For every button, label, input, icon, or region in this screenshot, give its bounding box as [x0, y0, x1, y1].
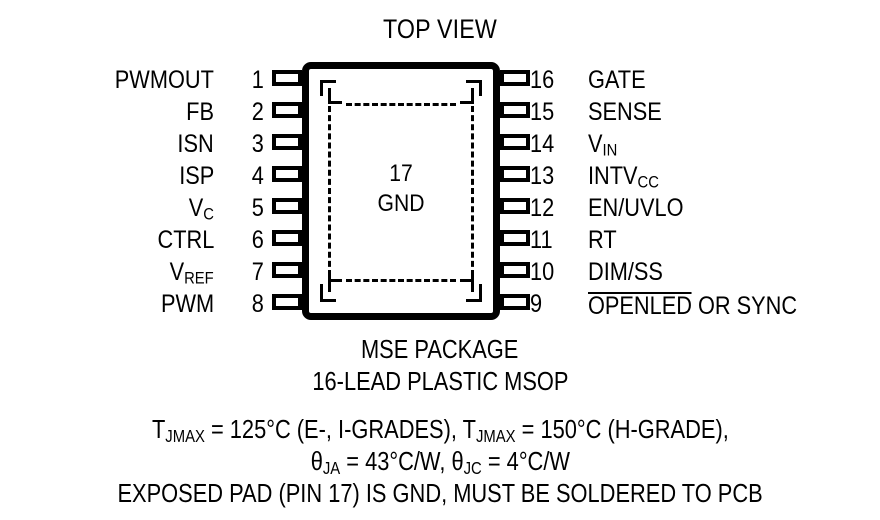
pin-number-4: 4: [251, 162, 264, 190]
pin-row-8: 8 PWM: [0, 292, 272, 318]
pin-lead-10: [500, 262, 530, 278]
pin-number-14: 14: [530, 130, 555, 158]
pin-lead-8: [272, 294, 302, 310]
pin-name-11: RT: [588, 226, 617, 254]
pin-number-7: 7: [251, 258, 264, 286]
pin-row-9: 9 OPENLED OR SYNC: [530, 292, 880, 319]
pin-number-2: 2: [251, 98, 264, 126]
pin-name-7: VREF: [169, 258, 214, 288]
pin-name-16: GATE: [588, 66, 646, 94]
pin-row-13: 13 INTVCC: [530, 164, 880, 192]
pin-name-12: EN/UVLO: [588, 194, 684, 222]
pin-lead-15: [500, 102, 530, 118]
exposed-pad-number: 17: [389, 160, 413, 187]
pin-name-2: FB: [186, 98, 214, 126]
pin-lead-4: [272, 166, 302, 182]
pin-number-13: 13: [530, 162, 555, 190]
pin-name-10: DIM/SS: [588, 258, 663, 286]
pin-lead-13: [500, 166, 530, 182]
exposed-pad-outline: [320, 80, 482, 302]
pin-number-11: 11: [530, 226, 553, 254]
pin-number-3: 3: [251, 130, 264, 158]
pin-lead-2: [272, 102, 302, 118]
pin-lead-6: [272, 230, 302, 246]
pin-number-5: 5: [251, 194, 264, 222]
pin-row-3: 3 ISN: [0, 132, 272, 158]
exposed-pad-label: GND: [377, 190, 425, 217]
pin-name-9: OPENLED OR SYNC: [588, 292, 798, 320]
pin-row-1: 1 PWMOUT: [0, 68, 272, 94]
pin-name-15: SENSE: [588, 98, 662, 126]
pin-row-4: 4 ISP: [0, 164, 272, 190]
diagram-title: TOP VIEW: [382, 14, 498, 44]
pin-row-5: 5 VC: [0, 196, 272, 224]
pin-lead-7: [272, 262, 302, 278]
pin-row-11: 11 RT: [530, 228, 880, 254]
package-name: MSE PACKAGE: [361, 334, 519, 364]
pin-lead-5: [272, 198, 302, 214]
pin-number-9: 9: [530, 290, 543, 318]
pin-number-6: 6: [251, 226, 264, 254]
pad-dash-top: [346, 103, 456, 106]
tjmax-spec: TJMAX = 125°C (E-, I-GRADES), TJMAX = 15…: [151, 414, 729, 446]
pin-name-8: PWM: [160, 290, 214, 318]
pin-row-6: 6 CTRL: [0, 228, 272, 254]
exposed-pad-note: EXPOSED PAD (PIN 17) IS GND, MUST BE SOL…: [117, 478, 763, 508]
pad-dash-left: [328, 106, 331, 276]
pin-number-10: 10: [530, 258, 555, 286]
pin-number-12: 12: [530, 194, 555, 222]
package-description: 16-LEAD PLASTIC MSOP: [311, 366, 569, 396]
pin-row-7: 7 VREF: [0, 260, 272, 288]
pin-name-5: VC: [188, 194, 214, 224]
pin-number-15: 15: [530, 98, 555, 126]
pin-name-14: VIN: [588, 130, 618, 160]
pin-number-16: 16: [530, 66, 555, 94]
pin-row-16: 16 GATE: [530, 68, 880, 94]
pin-lead-16: [500, 70, 530, 86]
theta-spec: θJA = 43°C/W, θJC = 4°C/W: [310, 446, 570, 478]
pad-dash-right: [471, 106, 474, 276]
pin-name-3: ISN: [177, 130, 214, 158]
pin-row-10: 10 DIM/SS: [530, 260, 880, 286]
pin-row-12: 12 EN/UVLO: [530, 196, 880, 222]
pin-lead-14: [500, 134, 530, 150]
pin-name-6: CTRL: [157, 226, 214, 254]
pin-name-4: ISP: [178, 162, 214, 190]
pin-lead-9: [500, 294, 530, 310]
pin-number-8: 8: [251, 290, 264, 318]
pin-row-14: 14 VIN: [530, 132, 880, 160]
pin-row-2: 2 FB: [0, 100, 272, 126]
pin-name-1: PWMOUT: [114, 66, 214, 94]
pad-dash-bottom: [346, 279, 456, 282]
pin-lead-1: [272, 70, 302, 86]
pin-lead-11: [500, 230, 530, 246]
pin-number-1: 1: [251, 66, 264, 94]
pin-row-15: 15 SENSE: [530, 100, 880, 126]
pin-name-13: INTVCC: [588, 162, 659, 192]
pin-lead-3: [272, 134, 302, 150]
pin-lead-12: [500, 198, 530, 214]
